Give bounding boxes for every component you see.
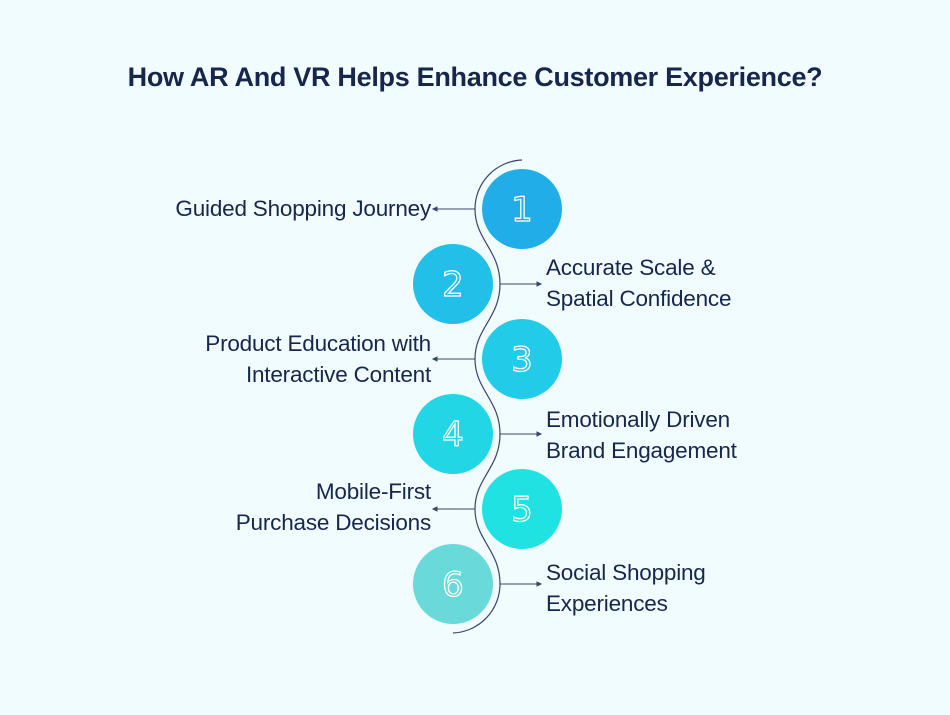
step-label-6: Social Shopping Experiences xyxy=(546,557,706,619)
step-number: 5 xyxy=(511,490,533,530)
step-label-line: Product Education with xyxy=(205,331,431,356)
step-label-line: Purchase Decisions xyxy=(235,510,431,535)
step-circle-6: 6 xyxy=(413,544,493,624)
step-label-line: Mobile-First xyxy=(315,479,431,504)
step-number: 4 xyxy=(442,415,464,455)
step-label-line: Experiences xyxy=(546,591,668,616)
step-circle-3: 3 xyxy=(482,319,562,399)
step-label-line: Spatial Confidence xyxy=(546,286,732,311)
step-label-line: Interactive Content xyxy=(245,362,431,387)
step-label-2: Accurate Scale & Spatial Confidence xyxy=(546,252,731,314)
arrowhead-icon xyxy=(536,581,543,587)
arrowhead-icon xyxy=(536,281,543,287)
step-number: 1 xyxy=(511,190,533,230)
step-number: 2 xyxy=(442,265,464,305)
step-circle-5: 5 xyxy=(482,469,562,549)
step-label-line: Accurate Scale & xyxy=(546,255,716,280)
arrowhead-icon xyxy=(536,431,543,437)
step-label-line: Social Shopping xyxy=(546,560,706,585)
step-number: 6 xyxy=(442,565,464,605)
arrowhead-icon xyxy=(431,206,438,212)
step-label-4: Emotionally Driven Brand Engagement xyxy=(546,404,737,466)
step-label-3: Product Education with Interactive Conte… xyxy=(205,328,431,390)
step-label-5: Mobile-First Purchase Decisions xyxy=(236,476,431,538)
page-title: How AR And VR Helps Enhance Customer Exp… xyxy=(127,62,823,92)
step-label-line: Guided Shopping Journey xyxy=(175,196,431,221)
step-circle-4: 4 xyxy=(413,394,493,474)
step-label-line: Brand Engagement xyxy=(546,438,737,463)
step-label-1: Guided Shopping Journey xyxy=(175,193,431,224)
arrowhead-icon xyxy=(431,356,438,362)
step-number: 3 xyxy=(511,340,533,380)
step-circle-1: 1 xyxy=(482,169,562,249)
arrowhead-icon xyxy=(431,506,438,512)
step-label-line: Emotionally Driven xyxy=(546,407,730,432)
step-circle-2: 2 xyxy=(413,244,493,324)
